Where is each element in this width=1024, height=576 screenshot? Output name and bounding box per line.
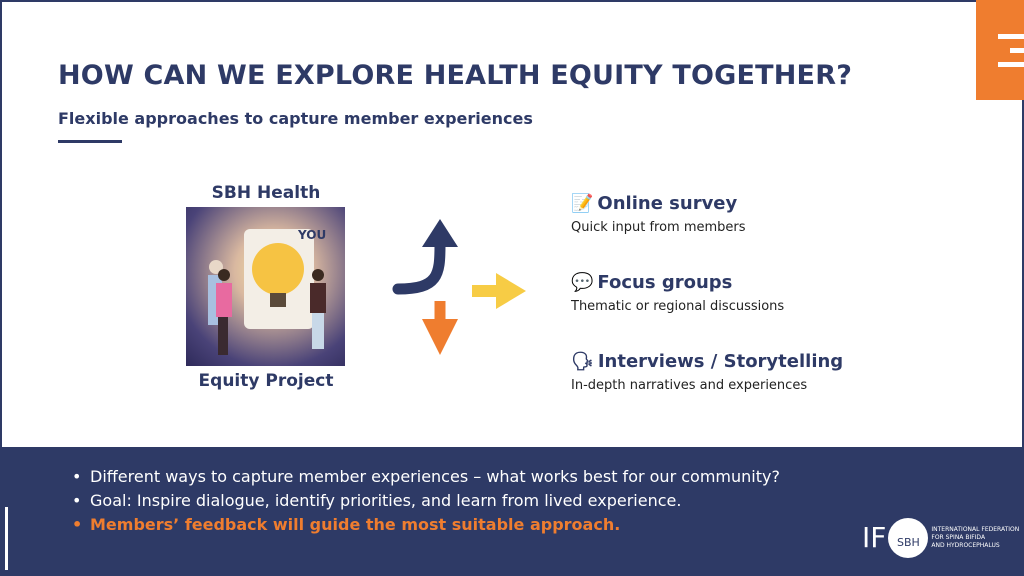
approach-title: Focus groups (597, 272, 733, 293)
approach-focus-groups: 💬Focus groups Thematic or regional discu… (571, 272, 784, 314)
puzzle-text: YOU (297, 228, 326, 242)
approach-title: Online survey (597, 193, 738, 214)
approach-desc: Thematic or regional discussions (571, 299, 785, 314)
approach-title: Interviews / Storytelling (597, 351, 844, 372)
slide-title: HOW CAN WE EXPLORE HEALTH EQUITY TOGETHE… (58, 60, 853, 91)
slide-subtitle: Flexible approaches to capture member ex… (58, 109, 533, 128)
bullet-list: Different ways to capture member experie… (72, 467, 780, 539)
ifsbh-logo: IF SBH INTERNATIONAL FEDERATION FOR SPIN… (862, 518, 1019, 558)
memo-icon: 📝 (571, 193, 594, 214)
logo-line: INTERNATIONAL FEDERATION (931, 526, 1020, 533)
approach-desc: Quick input from members (571, 220, 746, 235)
logo-text: INTERNATIONAL FEDERATION FOR SPINA BIFID… (931, 526, 1019, 550)
logo-circle: SBH (888, 518, 929, 558)
approach-online-survey: 📝Online survey Quick input from members (571, 193, 746, 235)
logo-inner-text: SBH (896, 536, 920, 549)
branching-arrows-icon (378, 205, 538, 369)
bullet-item-highlight: Members’ feedback will guide the most su… (72, 515, 780, 534)
speaking-head-icon: 🗣 (571, 351, 594, 372)
side-bar-accent (5, 507, 8, 570)
logo-line: AND HYDROCEPHALUS (931, 542, 1000, 549)
title-underline (58, 140, 122, 143)
bullet-item: Goal: Inspire dialogue, identify priorit… (72, 491, 780, 510)
logo-mark: IF (862, 521, 887, 554)
approach-desc: In-depth narratives and experiences (571, 378, 808, 393)
illustration-caption-bottom: Equity Project (198, 371, 334, 391)
corner-accent (976, 0, 1024, 100)
puzzle-illustration: YOU (186, 207, 345, 366)
speech-bubble-icon: 💬 (571, 272, 594, 293)
logo-line: FOR SPINA BIFIDA (931, 534, 986, 541)
footer-band: Different ways to capture member experie… (0, 447, 1024, 576)
approach-interviews: 🗣Interviews / Storytelling In-depth narr… (571, 351, 843, 393)
bullet-item: Different ways to capture member experie… (72, 467, 780, 486)
illustration-caption-top: SBH Health (211, 183, 321, 203)
